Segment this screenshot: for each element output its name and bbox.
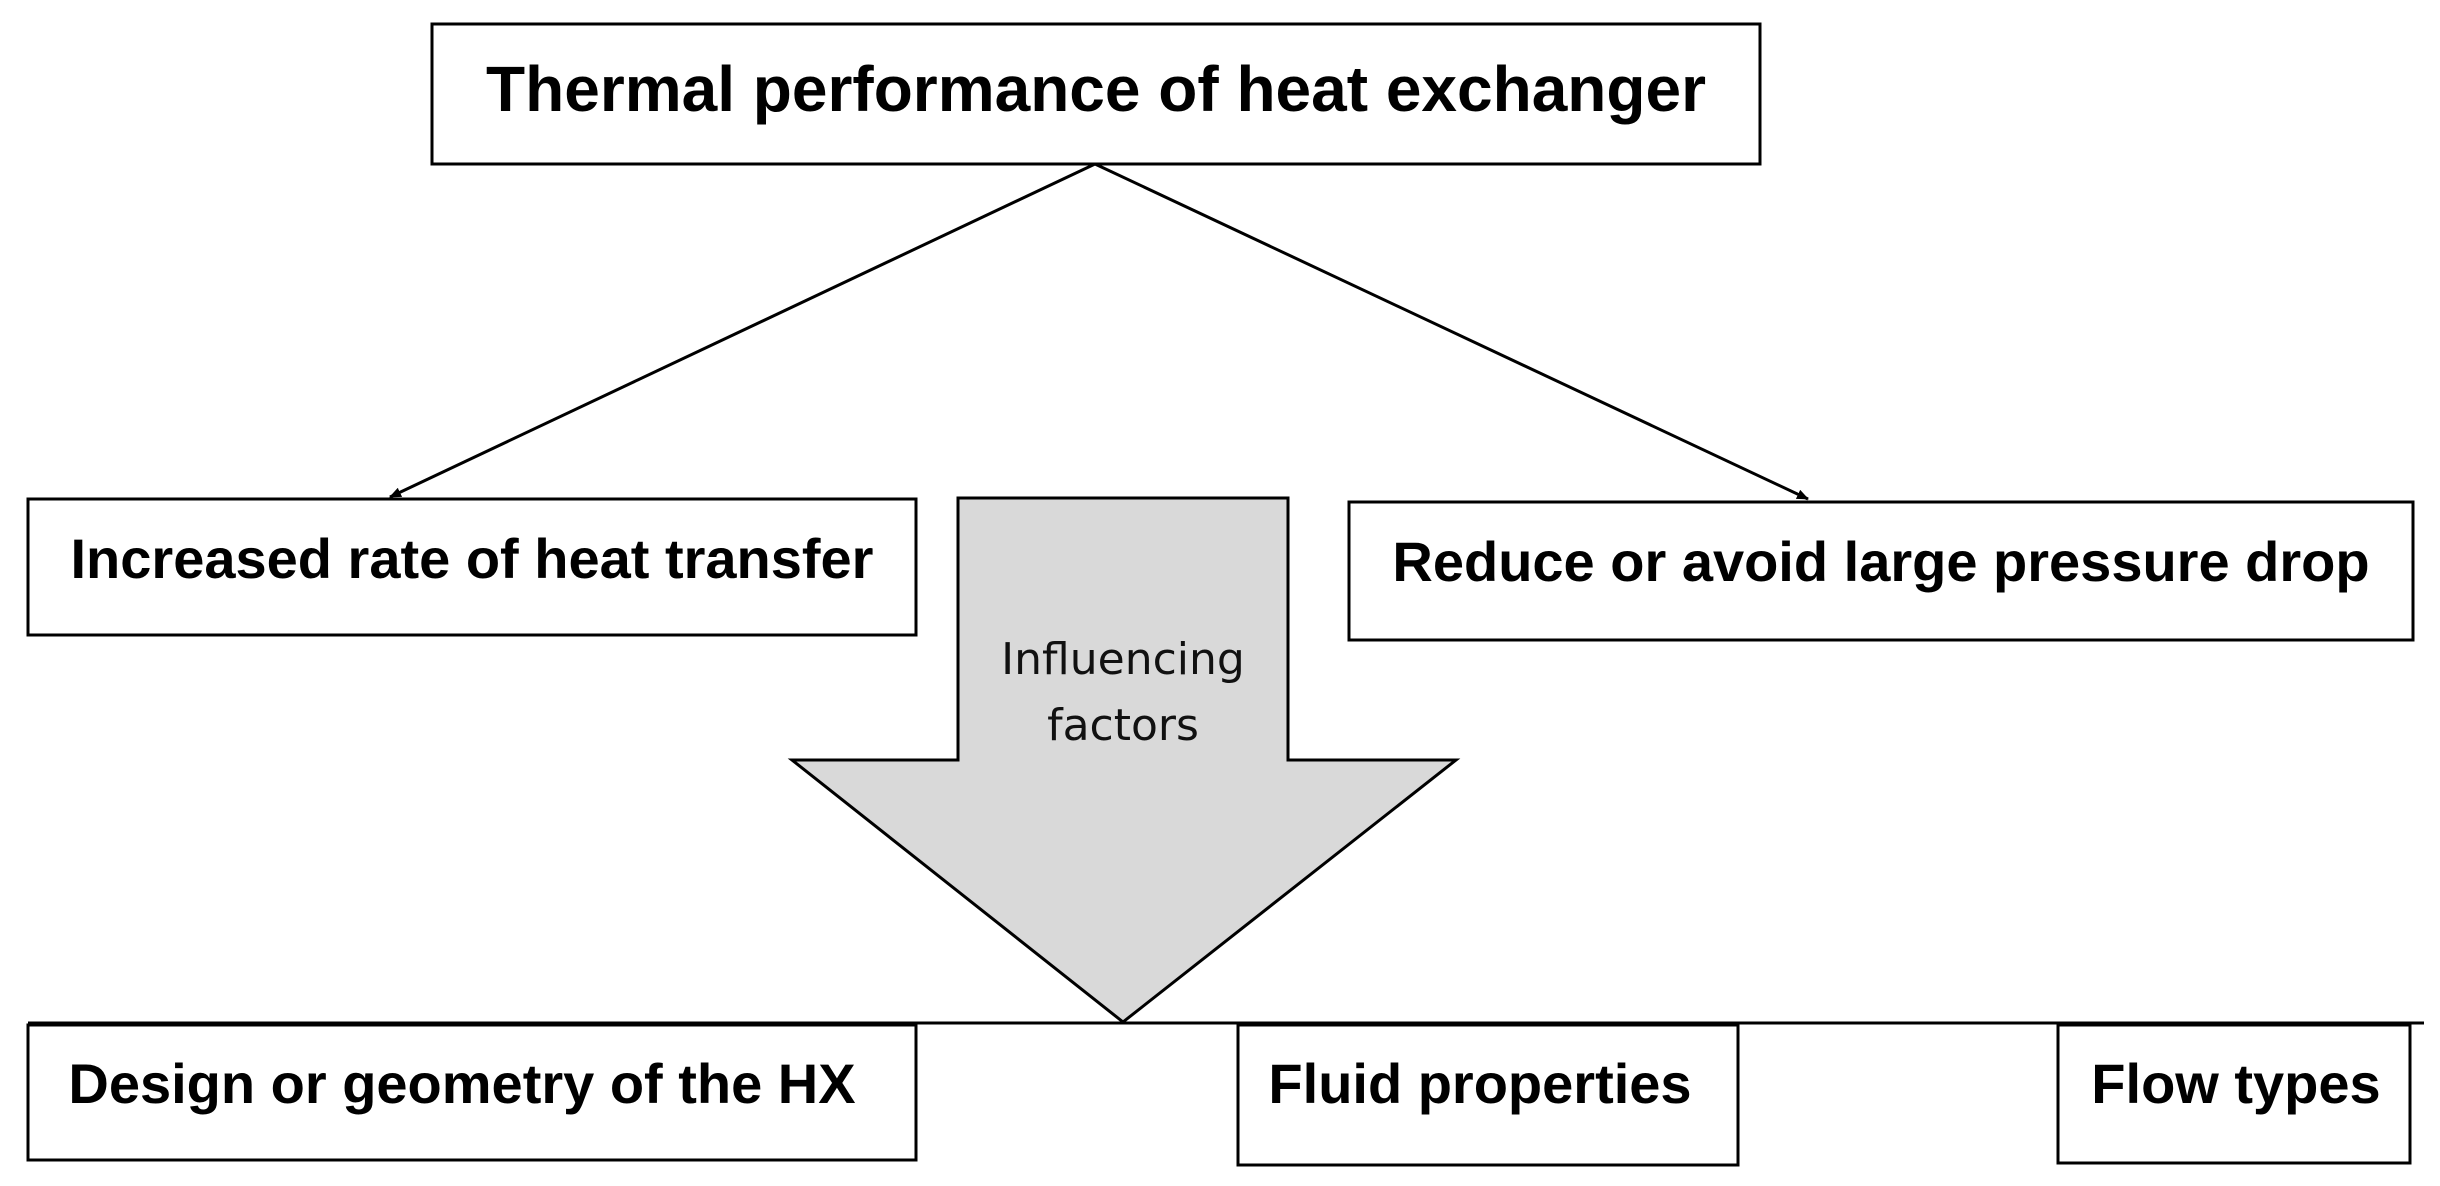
objective-box-right: Reduce or avoid large pressure drop <box>1347 500 2415 642</box>
objective-left-text: Increased rate of heat transfer <box>71 527 874 590</box>
factor-box-design: Design or geometry of the HX <box>26 1023 918 1162</box>
title-box: Thermal performance of heat exchanger <box>430 22 1762 166</box>
factor-box-flow: Flow types <box>2056 1023 2412 1165</box>
arrow-label-line2: factors <box>1047 700 1199 751</box>
title-text: Thermal performance of heat exchanger <box>486 53 1706 125</box>
objective-box-left: Increased rate of heat transfer <box>26 497 918 637</box>
connector-left <box>389 162 1096 499</box>
objective-right-text: Reduce or avoid large pressure drop <box>1392 530 2369 593</box>
influencing-factors-arrow: Influencing factors <box>787 496 1461 1024</box>
factor-box-fluid: Fluid properties <box>1236 1023 1740 1167</box>
factor-design-text: Design or geometry of the HX <box>68 1052 855 1115</box>
factor-fluid-text: Fluid properties <box>1268 1052 1691 1115</box>
arrow-label-line1: Influencing <box>1001 634 1245 685</box>
connector-right <box>1094 162 1809 501</box>
factor-flow-text: Flow types <box>2091 1052 2380 1115</box>
